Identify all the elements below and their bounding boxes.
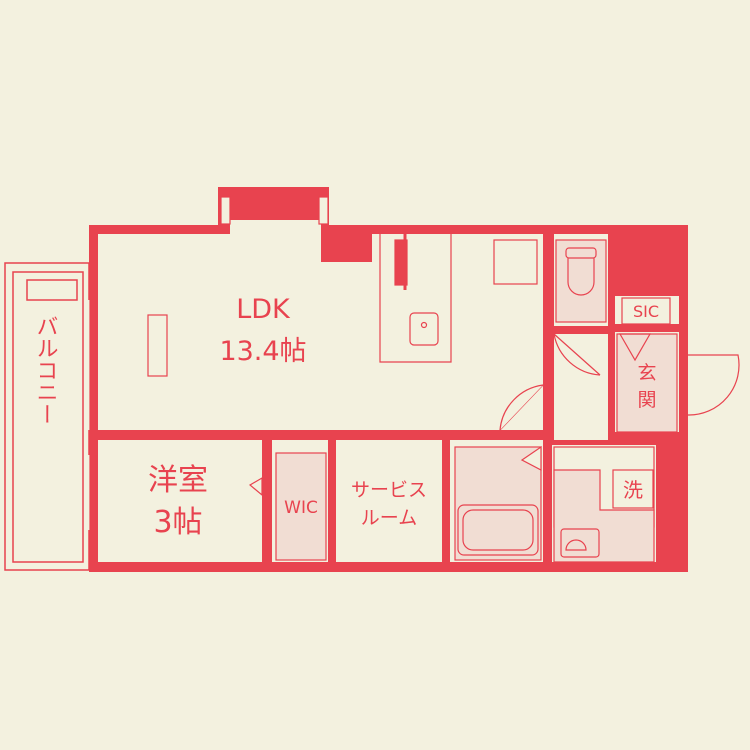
hall-floor [554, 334, 608, 440]
western-room-label: 洋室 [148, 463, 208, 498]
washroom-label: 洗 [623, 478, 643, 502]
ldk-counter [147, 314, 168, 377]
sic-box [621, 297, 671, 325]
shaded-zones [275, 239, 678, 563]
toilet [565, 247, 597, 296]
service-room-floor [336, 440, 442, 562]
western-room-size-label: 3帖 [153, 505, 202, 540]
ldk-label: LDK [236, 294, 291, 325]
service-room-label-2: ルーム [361, 507, 417, 529]
wic-label: WIC [284, 498, 318, 518]
bathtub [457, 504, 539, 556]
doors [248, 333, 740, 497]
bay-window [220, 196, 329, 225]
wash-basin [560, 528, 600, 558]
washroom-box [612, 469, 654, 509]
ldk-floor [98, 234, 160, 298]
ldk-size-label: 13.4帖 [219, 336, 306, 367]
entrance-label-2: 関 [637, 389, 656, 411]
kitchen-counter [379, 234, 538, 363]
sic-label: SIC [633, 302, 659, 321]
western-room-floor [98, 440, 262, 562]
balcony-label: バルコニー [33, 315, 58, 425]
entrance-label-1: 玄 [637, 362, 656, 384]
service-room-label-1: サービス [351, 479, 427, 501]
window-lines [87, 300, 440, 530]
